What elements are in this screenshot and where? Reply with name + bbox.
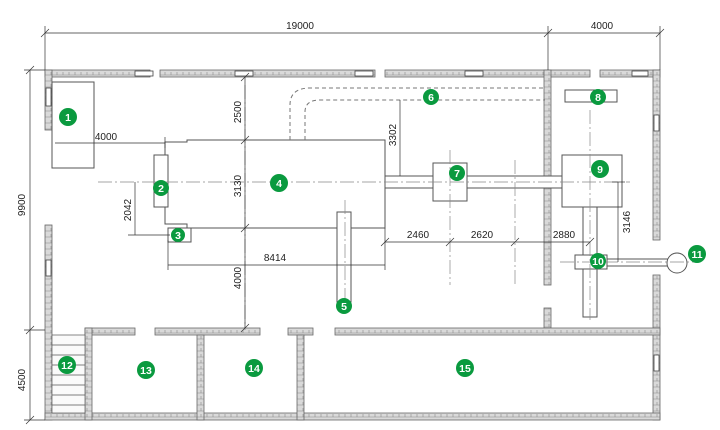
wall-right <box>652 69 661 241</box>
marker-11-label: 11 <box>691 249 702 261</box>
partition-right <box>543 307 552 331</box>
dim-8414: 8414 <box>264 253 287 264</box>
marker-1[interactable]: 1 <box>59 108 77 126</box>
marker-15-label: 15 <box>459 363 471 375</box>
marker-10-label: 10 <box>592 256 604 268</box>
dashed-duct <box>289 87 545 140</box>
marker-8-label: 8 <box>595 92 601 104</box>
dim-4000-lower: 4000 <box>233 266 244 289</box>
dim-top-left: 19000 <box>286 21 314 32</box>
pipe-horizontal <box>606 258 673 267</box>
marker-1-label: 1 <box>65 112 71 124</box>
wall-top <box>384 69 591 78</box>
wall-rooms-top <box>154 327 261 336</box>
stairs <box>51 334 86 414</box>
equipment <box>51 81 688 318</box>
marker-14[interactable]: 14 <box>245 359 263 377</box>
marker-5[interactable]: 5 <box>336 298 352 314</box>
marker-2[interactable]: 2 <box>153 180 169 196</box>
tank <box>561 154 623 208</box>
marker-15[interactable]: 15 <box>456 359 474 377</box>
marker-3-label: 3 <box>175 230 181 242</box>
dim-left-upper: 9900 <box>17 193 28 216</box>
room-partition <box>196 334 205 421</box>
dim-left-lower: 4500 <box>17 368 28 391</box>
window-marks <box>45 70 660 372</box>
dim-2042: 2042 <box>123 198 134 221</box>
dim-top-right: 4000 <box>591 21 614 32</box>
marker-2-label: 2 <box>158 183 164 195</box>
marker-9-label: 9 <box>597 164 603 176</box>
wall-rooms-top <box>287 327 314 336</box>
outlet-pipe <box>336 211 352 303</box>
dim-2500: 2500 <box>233 100 244 123</box>
wall-bottom <box>44 412 661 421</box>
dim-3146: 3146 <box>622 210 633 233</box>
wall-top <box>159 69 376 78</box>
marker-7-label: 7 <box>454 168 460 180</box>
marker-4[interactable]: 4 <box>270 174 288 192</box>
marker-9[interactable]: 9 <box>591 160 609 178</box>
marker-4-label: 4 <box>276 178 282 190</box>
marker-13-label: 13 <box>140 365 152 377</box>
marker-10[interactable]: 10 <box>590 253 606 269</box>
marker-6-label: 6 <box>428 92 434 104</box>
dimension-lines <box>24 26 665 425</box>
wall-top <box>599 69 661 78</box>
room-partition <box>84 327 93 421</box>
marker-5-label: 5 <box>341 301 347 313</box>
dim-2460: 2460 <box>407 230 430 241</box>
wall-left <box>44 224 53 421</box>
round-unit <box>666 252 688 274</box>
marker-8[interactable]: 8 <box>590 89 606 105</box>
marker-14-label: 14 <box>248 363 260 375</box>
marker-13[interactable]: 13 <box>137 361 155 379</box>
marker-12-label: 12 <box>61 360 73 372</box>
dim-3130: 3130 <box>233 174 244 197</box>
marker-12[interactable]: 12 <box>58 356 76 374</box>
walls <box>44 69 661 421</box>
dim-3302: 3302 <box>388 123 399 146</box>
marker-11[interactable]: 11 <box>688 245 706 263</box>
marker-3[interactable]: 3 <box>171 228 185 242</box>
marker-6[interactable]: 6 <box>423 89 439 105</box>
wall-right <box>652 274 661 421</box>
wall-rooms-top <box>84 327 136 336</box>
wall-rooms-top <box>334 327 661 336</box>
wall-top <box>44 69 151 78</box>
dim-2880: 2880 <box>553 230 576 241</box>
dim-2620: 2620 <box>471 230 494 241</box>
dim-4000-upper: 4000 <box>95 132 118 143</box>
unit-1 <box>51 81 95 169</box>
room-partition <box>296 334 305 421</box>
marker-7[interactable]: 7 <box>449 165 465 181</box>
